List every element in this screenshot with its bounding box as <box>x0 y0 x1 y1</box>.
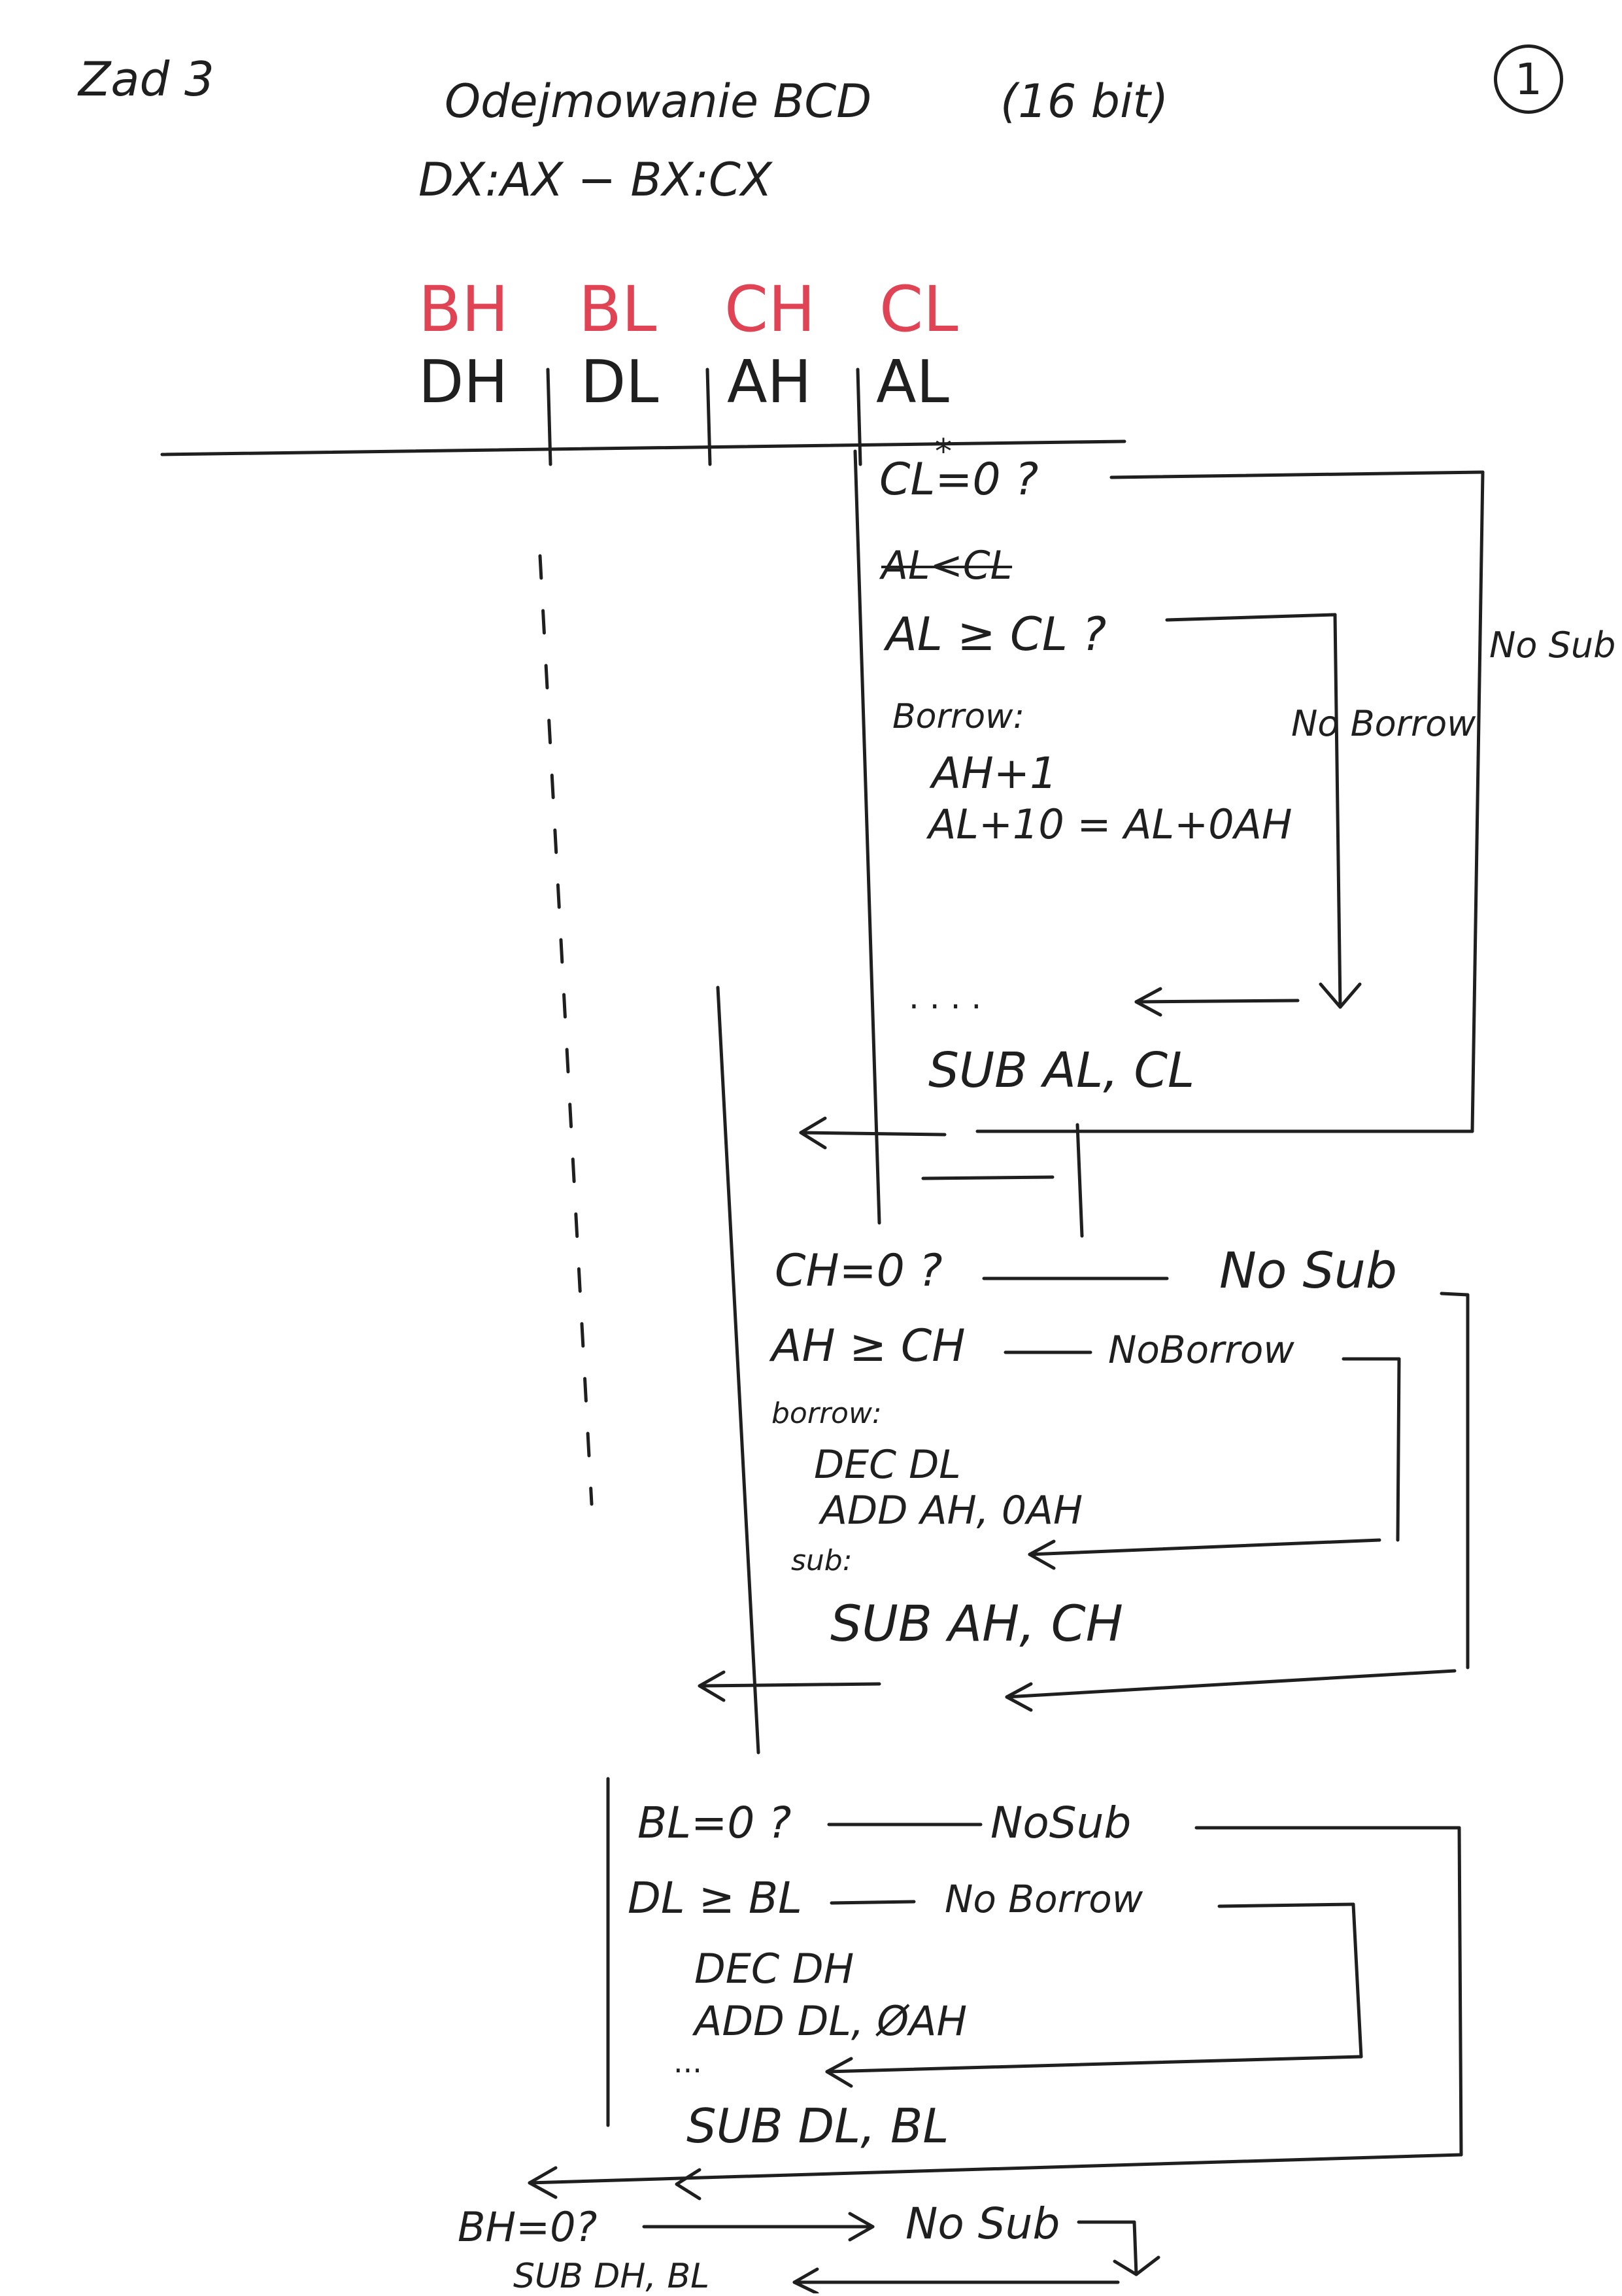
register-bottom-2: DL <box>581 348 659 417</box>
dashed-guide-line <box>538 554 594 1506</box>
bl-dots: ... <box>673 2044 702 2080</box>
cl-struck-compare: AL<CL <box>881 543 1013 589</box>
bl-nosub-right <box>1457 1826 1463 2157</box>
register-bottom-4: AL <box>876 348 949 417</box>
register-top-4: CL <box>879 273 958 346</box>
ch-sub-instruction: SUB AH, CH <box>830 1594 1123 1653</box>
bh-sub-instruction: SUB DH, BL <box>513 2257 710 2296</box>
cl-no-sub: No Sub <box>1489 625 1616 666</box>
cl-exit-arrowhead <box>799 1116 827 1150</box>
ch-nosub-top <box>1440 1292 1470 1297</box>
cl-no-borrow: No Borrow <box>1291 703 1476 744</box>
cl-dots: . . . . <box>909 978 982 1016</box>
ch-noborrow-bottom <box>1028 1538 1381 1556</box>
cl-dots-arrowhead <box>1134 987 1162 1017</box>
cl-nosub-right <box>1470 470 1485 1133</box>
bl-borrow-op1: DEC DH <box>694 1945 854 1993</box>
register-divider-2 <box>705 368 712 466</box>
register-top-3: CH <box>724 273 816 346</box>
ch-borrow-label: borrow: <box>771 1397 882 1430</box>
ch-exit-arrowhead <box>698 1670 726 1702</box>
cl-borrow-op2: AL+10 = AL+0AH <box>928 800 1293 848</box>
register-top-2: BL <box>579 273 657 346</box>
bl-noborrow-top <box>1217 1902 1355 1908</box>
register-underline <box>160 439 1126 456</box>
cl-noborrow-right <box>1333 613 1342 1009</box>
ch-compare: AH ≥ CH <box>771 1320 966 1372</box>
page-title: Odejmowanie BCD <box>445 75 872 128</box>
ch-zero-check: CH=0 ? <box>775 1245 943 1297</box>
ch-no-sub: No Sub <box>1219 1241 1398 1299</box>
bit-width-label: (16 bit) <box>1000 75 1169 128</box>
register-divider-1 <box>546 368 552 466</box>
operation-label: DX:AX − BX:CX <box>418 153 772 207</box>
bh-no-sub: No Sub <box>905 2199 1060 2249</box>
cl-dots-arrow-line <box>1134 999 1300 1004</box>
ch-noborrow-right <box>1396 1357 1401 1542</box>
ch-exit-arrow-line <box>698 1682 881 1688</box>
cl-connector-short <box>921 1175 1055 1180</box>
cl-nosub-top <box>1109 470 1485 479</box>
register-top-1: BH <box>418 273 509 346</box>
cl-noborrow-arrowhead <box>1319 982 1362 1009</box>
ch-sub-label: sub: <box>791 1544 853 1577</box>
ch-nosub-bottom <box>1005 1669 1457 1699</box>
bl-noborrow-right <box>1351 1902 1363 2059</box>
bl-compare: DL ≥ BL <box>628 1873 802 1923</box>
bl-noborrow-arrowhead <box>825 2057 853 2088</box>
page-number: 1 <box>1515 54 1542 105</box>
register-bottom-3: AH <box>727 348 812 417</box>
register-divider-3 <box>856 368 862 466</box>
cl-compare: AL ≥ CL ? <box>886 608 1107 661</box>
bl-compare-line <box>830 1900 916 1905</box>
bh-zero-check: BH=0? <box>458 2203 598 2251</box>
cl-zero-check: CL=0 ? <box>879 454 1039 505</box>
cl-exit-arrow-line <box>799 1131 947 1137</box>
bl-no-borrow: No Borrow <box>945 1877 1143 1921</box>
task-label: Zad 3 <box>78 52 214 107</box>
cl-block-left-line <box>853 449 881 1225</box>
cl-zero-marker: * <box>935 432 952 471</box>
ch-block-left-line <box>716 985 760 1755</box>
cl-sub-instruction: SUB AL, CL <box>928 1042 1195 1099</box>
cl-noborrow-top <box>1165 613 1337 622</box>
bl-exit-arrowhead-2 <box>675 2168 701 2201</box>
bh-sub-arrowhead <box>792 2267 819 2293</box>
bl-sub-instruction: SUB DL, BL <box>686 2099 949 2153</box>
bl-exit-arrow-line <box>528 2153 1463 2185</box>
bl-no-sub: NoSub <box>990 1798 1132 1848</box>
bh-nosub-right <box>1132 2220 1138 2276</box>
ch-no-borrow: NoBorrow <box>1108 1328 1294 1372</box>
bl-borrow-op2: ADD DL, ØAH <box>694 1997 968 2045</box>
bl-zero-check: BL=0 ? <box>637 1798 792 1848</box>
bh-check-arrowhead <box>848 2212 875 2242</box>
bl-noborrow-bottom <box>825 2055 1363 2074</box>
ch-noborrow-arrowhead <box>1028 1539 1056 1570</box>
cl-borrow-op1: AH+1 <box>932 748 1058 798</box>
cl-connector-vertical <box>1075 1123 1084 1238</box>
ch-borrow-op1: DEC DL <box>814 1442 961 1488</box>
bl-exit-arrowhead <box>528 2166 558 2199</box>
cl-borrow-label: Borrow: <box>892 697 1025 736</box>
ch-nosub-arrowhead <box>1005 1682 1033 1712</box>
bh-nosub-arrowhead <box>1113 2255 1160 2276</box>
page-number-badge: 1 <box>1494 44 1563 114</box>
register-bottom-1: DH <box>418 348 508 417</box>
ch-borrow-op2: ADD AH, 0AH <box>820 1488 1083 1534</box>
